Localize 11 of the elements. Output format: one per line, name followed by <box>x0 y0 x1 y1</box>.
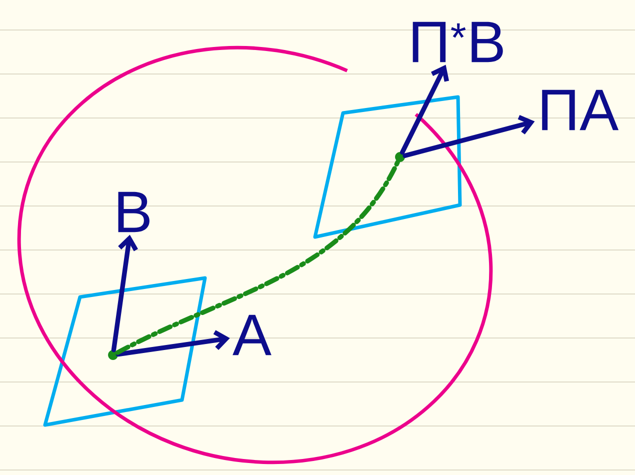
vector-label: A <box>232 314 272 356</box>
vector-arrow <box>111 234 138 352</box>
base-point <box>108 350 118 360</box>
vector-arrow <box>400 64 449 155</box>
vector-label: ΠA <box>542 90 619 130</box>
vector-label: Π$^{*}$B <box>412 22 503 62</box>
vector-arrow <box>116 330 230 357</box>
vector-label: B <box>118 192 150 232</box>
vector-arrow <box>402 115 535 158</box>
base-point <box>395 152 405 162</box>
curve <box>115 159 400 355</box>
